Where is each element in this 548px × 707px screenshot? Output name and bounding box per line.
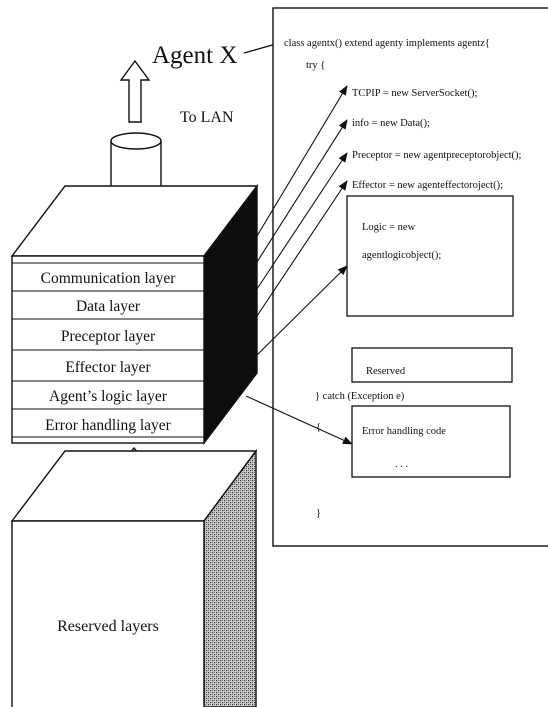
layer-data: Data layer <box>76 298 141 315</box>
to-lan-label: To LAN <box>180 109 234 126</box>
code-logic-line-2: agentlogicobject(); <box>362 250 441 261</box>
code-effector-line: Effector = new agenteffectoroject(); <box>352 180 503 191</box>
reserved-layers-label: Reserved layers <box>57 618 159 635</box>
code-class-declaration: class agentx() extend agenty implements … <box>284 38 490 49</box>
layer-communication: Communication layer <box>41 270 177 287</box>
agent-x-title: Agent X <box>152 42 237 69</box>
code-logic-line-1: Logic = new <box>362 222 416 233</box>
arrow-error-to-code <box>245 395 353 445</box>
code-preceptor-line: Preceptor = new agentpreceptorobject(); <box>352 150 522 161</box>
reserved-layers-block <box>10 448 258 707</box>
code-tcpip-line: TCPIP = new ServerSocket(); <box>352 88 477 99</box>
layer-code-arrows <box>245 85 353 445</box>
error-handling-box <box>351 405 511 478</box>
code-catch-line: } catch (Exception e) <box>315 391 405 402</box>
arrow-data-to-info <box>256 119 348 263</box>
code-ellipsis: . . . <box>395 459 408 470</box>
arrow-preceptor-to-code <box>256 152 348 290</box>
agent-block <box>10 183 259 446</box>
code-info-line: info = new Data(); <box>352 118 430 129</box>
arrow-communication-to-tcpip <box>256 85 348 237</box>
reserved-box <box>351 347 513 383</box>
code-catch-open-brace: { <box>316 422 321 433</box>
arrow-effector-to-code <box>256 180 348 317</box>
layer-preceptor: Preceptor layer <box>61 328 156 345</box>
logic-box <box>346 195 514 317</box>
code-close-brace: } <box>316 508 321 519</box>
code-try-open: try { <box>306 60 325 71</box>
layer-error-handling: Error handling layer <box>45 417 172 434</box>
arrow-logic-to-code <box>256 265 348 356</box>
code-reserved: Reserved <box>366 366 406 377</box>
code-error-handling: Error handling code <box>362 426 446 437</box>
layer-effector: Effector layer <box>65 359 151 376</box>
lan-up-arrow <box>119 59 151 123</box>
layer-agent-logic: Agent’s logic layer <box>49 388 168 405</box>
